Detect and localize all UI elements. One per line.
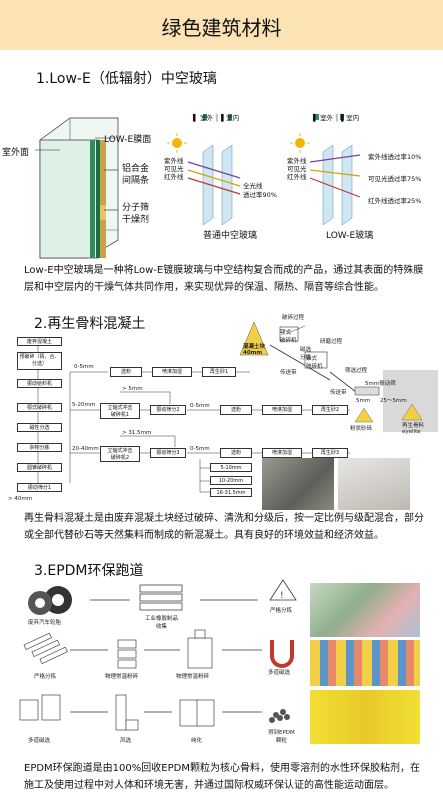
- section2-paragraph: 再生骨料混凝土是由废弃混凝土块经过破碎、清洗和分级后，按一定比例与级配混合，部分…: [24, 513, 424, 541]
- branch3-size: 20-40mm: [72, 446, 99, 452]
- epdm-sort2: 严格分拣: [34, 674, 57, 680]
- title-banner: [0, 0, 443, 50]
- branch2-size: 5-20mm: [72, 402, 96, 408]
- epdm-crush1: 物理常温粉碎: [105, 674, 139, 680]
- epdm-granules: 得到EPDM 颗粒: [268, 730, 295, 744]
- yellow-track-photo: [310, 690, 420, 744]
- epdm-wind: 风选: [120, 738, 132, 744]
- chain-step: 振动筛分1: [17, 483, 62, 492]
- branch2-step: 选粉: [220, 405, 252, 415]
- chain-step: 振动给料机: [17, 379, 62, 388]
- plant-cone: 锥式 破碎机: [306, 356, 323, 370]
- playground-photo: [310, 583, 420, 637]
- branch1-step: 再生砂1: [202, 367, 236, 377]
- epdm-purify: 纯化: [191, 738, 203, 744]
- branch1-step: 喷淋加湿: [152, 367, 192, 377]
- page-title: 绿色建筑材料: [161, 16, 282, 40]
- branch2-step: 喷淋加湿: [262, 405, 302, 415]
- label-lowe-film: LOW-E膜面: [104, 135, 152, 145]
- lowe-ir: 红外线: [287, 173, 307, 181]
- branch1-size: 0-5mm: [74, 364, 94, 370]
- track-pattern-photo: [310, 640, 420, 686]
- epdm-products: 工业橡胶制品 收集: [145, 616, 179, 630]
- branch2-step: 再生砂2: [312, 405, 348, 415]
- lowe-uv-rate: 紫外线透过率10%: [368, 153, 422, 161]
- output-size: 10-20mm: [210, 476, 252, 485]
- branch3-gt: > 31.5mm: [122, 430, 152, 436]
- lowe-ir-rate: 红外线透过率25%: [368, 197, 422, 205]
- plant-sieve-label: 磁选 分拣: [300, 347, 312, 361]
- label-outer-face: 室外面: [2, 148, 30, 158]
- plant-pile: 混凝土块 40mm: [243, 344, 266, 356]
- plant-sand: 粉状砂砾: [350, 426, 373, 432]
- svg-text:!: !: [280, 591, 284, 601]
- epdm-mag1: 多道磁选: [268, 670, 291, 676]
- plant-agg: 再生骨料 eyelite: [402, 423, 425, 435]
- plant-range1: 25～5mm: [380, 398, 407, 404]
- lowe-visible: 可见光: [287, 165, 307, 173]
- plant-vib: 5mm振动筛: [365, 381, 396, 387]
- ordinary-uv: 紫外线: [164, 157, 184, 165]
- section2-heading: 2.再生骨料混凝土: [34, 316, 146, 332]
- output-size: 16-31.5mm: [210, 488, 252, 497]
- branch1-step: 选粉: [110, 367, 142, 377]
- branch3-crusher: 立轴式冲击 破碎机2: [100, 446, 140, 462]
- branch2-screen: 振动筛分2: [150, 405, 186, 415]
- ordinary-glass-title: 普通中空玻璃: [203, 231, 258, 241]
- aggregate-photo: [262, 458, 334, 510]
- legend-lowe: ▌ 室外 │ ▌室内: [313, 114, 360, 122]
- gt40-label: > 40mm: [8, 496, 33, 502]
- concrete-block-photo: [338, 458, 410, 510]
- plant-range2: 5mm: [356, 398, 371, 404]
- plant-crush-process: 破碎过程: [282, 315, 305, 321]
- lowe-visible-rate: 可见光透过率75%: [368, 175, 422, 183]
- chain-step: 颚式破碎机: [17, 403, 62, 412]
- section1-paragraph: Low-E中空玻璃是一种将Low-E镀膜玻璃与中空结构复合而成的产品，通过其表面…: [24, 265, 424, 293]
- plant-crusher: 颚式 破碎机: [280, 330, 297, 344]
- chain-step: 杂物分拣: [17, 443, 62, 452]
- epdm-sort: 严格分拣: [270, 608, 293, 614]
- output-size: 5-10mm: [210, 463, 252, 472]
- epdm-tires: 废弃汽车轮胎: [28, 620, 62, 626]
- plant-conveyor: 传送带: [280, 370, 297, 376]
- ordinary-visible: 可见光: [164, 165, 184, 173]
- branch3-step: 再生砂3: [312, 448, 348, 458]
- plant-sieve-process: 筛选过程: [345, 368, 368, 374]
- branch2-crusher: 立轴式冲击 破碎机1: [100, 403, 140, 419]
- section3-paragraph: EPDM环保跑道是由100%回收EPDM颗粒为核心骨料，使用零溶剂的水性环保胶粘…: [24, 763, 420, 791]
- branch3-step: 喷淋加湿: [262, 448, 302, 458]
- label-sieve: 分子筛 干燥剂: [122, 203, 150, 225]
- ordinary-full-rate: 全光线 透过率90%: [243, 182, 277, 199]
- branch2-gt: > 5mm: [122, 386, 143, 392]
- section1-heading: 1.Low-E（低辐射）中空玻璃: [36, 71, 217, 87]
- ordinary-ir: 红外线: [164, 173, 184, 181]
- legend-outside: ▌ 室外 │ ▌室内: [193, 114, 240, 122]
- chain-step: 废弃混凝土: [17, 337, 62, 346]
- chain-step: 圆锥破碎机: [17, 463, 62, 472]
- lowe-uv: 紫外线: [287, 157, 307, 165]
- branch2-size2: 0-5mm: [190, 403, 210, 409]
- chain-step: 磁性分选: [17, 423, 62, 432]
- branch3-screen: 振动筛分3: [150, 448, 186, 458]
- section3-heading: 3.EPDM环保跑道: [34, 563, 144, 579]
- branch3-step: 选粉: [220, 448, 252, 458]
- label-spacer: 铝合金 间隔条: [122, 164, 150, 186]
- lowe-glass-title: LOW-E玻璃: [326, 231, 374, 241]
- epdm-mag2: 多道磁选: [28, 738, 51, 744]
- plant-belt: 传送带: [330, 390, 347, 396]
- plant-fine: 研磨过程: [320, 339, 343, 345]
- branch3-size2: 0-5mm: [190, 446, 210, 452]
- epdm-crush2: 物理常温粉碎: [176, 674, 210, 680]
- chain-step: 预破碎（猜、合、分选）: [17, 352, 62, 370]
